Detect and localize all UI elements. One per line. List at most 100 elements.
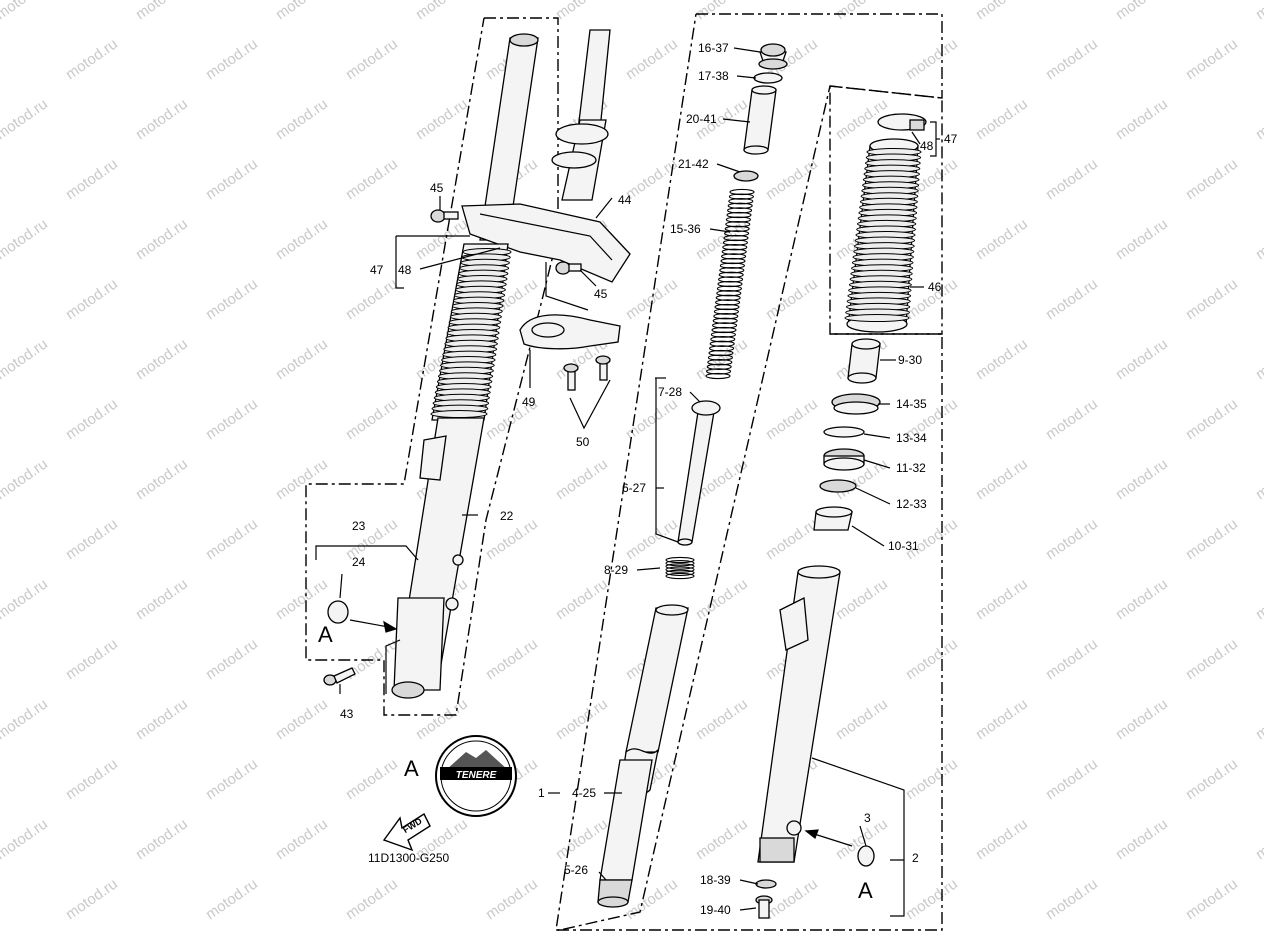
spring-coil	[717, 280, 743, 288]
watermark-text: motod.ru	[1183, 395, 1241, 443]
label-47-right: 47	[944, 132, 958, 146]
watermark-text: motod.ru	[973, 0, 1031, 23]
watermark-text: motod.ru	[1253, 215, 1264, 263]
watermark-text: motod.ru	[203, 35, 261, 83]
watermark-text: motod.ru	[273, 575, 331, 623]
watermark-text: motod.ru	[623, 395, 681, 443]
spring-coil	[707, 354, 733, 361]
spring-coil	[727, 207, 753, 214]
spring-coil	[665, 563, 695, 570]
leader-lines	[315, 47, 940, 917]
watermark-text: motod.ru	[483, 875, 541, 923]
spring-coil	[665, 566, 695, 573]
watermark-text: motod.ru	[1043, 155, 1101, 203]
spring-coil	[726, 211, 752, 219]
watermark-text: motod.ru	[343, 275, 401, 323]
watermark-text: motod.ru	[1183, 875, 1241, 923]
watermark-text: motod.ru	[273, 0, 331, 23]
watermark-text: motod.ru	[63, 155, 121, 203]
watermark-text: motod.ru	[0, 0, 51, 23]
watermark-text: motod.ru	[833, 575, 891, 623]
watermark-text: motod.ru	[1113, 455, 1171, 503]
spring-coil	[716, 285, 742, 292]
spring-coil	[715, 294, 741, 301]
watermark-text: motod.ru	[1253, 695, 1264, 743]
spring-coil	[724, 225, 750, 232]
watermark-text: motod.ru	[1113, 95, 1171, 143]
watermark-text: motod.ru	[1183, 515, 1241, 563]
watermark-text: motod.ru	[0, 815, 51, 863]
label-11-32: 11-32	[896, 461, 926, 475]
label-8-29: 8-29	[604, 563, 628, 577]
watermark-text: motod.ru	[343, 755, 401, 803]
label-3: 3	[864, 811, 871, 825]
spring-coil	[725, 221, 751, 228]
watermark-text: motod.ru	[343, 875, 401, 923]
inner-tube-4-25	[599, 604, 689, 881]
label-47-left: 47	[370, 263, 384, 277]
watermark-text: motod.ru	[273, 695, 331, 743]
watermark-text: motod.ru	[903, 875, 961, 923]
outer-tube-right	[757, 565, 841, 863]
watermark-text: motod.ru	[273, 815, 331, 863]
label-21-42: 21-42	[678, 157, 709, 171]
label-24: 24	[352, 555, 366, 569]
watermark-text: motod.ru	[1183, 635, 1241, 683]
boot-rib	[430, 410, 488, 418]
watermark-text: motod.ru	[63, 395, 121, 443]
oring-17-38	[753, 72, 783, 84]
spring-coil	[710, 331, 736, 338]
watermark-text: motod.ru	[833, 695, 891, 743]
watermark-text: motod.ru	[1043, 35, 1101, 83]
label-9-30: 9-30	[898, 353, 922, 367]
watermark-text: motod.ru	[133, 575, 191, 623]
watermark-text: motod.ru	[63, 755, 121, 803]
watermark-text: motod.ru	[903, 635, 961, 683]
label-14-35: 14-35	[896, 397, 927, 411]
bushing-5-26	[597, 879, 633, 908]
spring-coil	[714, 303, 740, 311]
spring-coil	[719, 267, 745, 274]
spring-coil	[708, 349, 734, 357]
spring-8-29	[665, 556, 695, 580]
diagram-code: 11D1300-G250	[368, 851, 449, 865]
watermark-text: motod.ru	[623, 275, 681, 323]
watermark-text: motod.ru	[553, 815, 611, 863]
spring-coil	[713, 313, 739, 320]
view-marker-logo: A	[404, 756, 419, 781]
bolt-19-40	[755, 895, 773, 919]
spring-coil	[706, 363, 732, 370]
watermark-text: motod.ru	[1113, 335, 1171, 383]
spring-coil	[723, 234, 749, 242]
watermark-text: motod.ru	[553, 0, 611, 23]
watermark-text: motod.ru	[1183, 35, 1241, 83]
watermark-text: motod.ru	[0, 95, 51, 143]
watermark-text: motod.ru	[693, 815, 751, 863]
spring-coil	[721, 248, 747, 255]
watermark-text: motod.ru	[553, 575, 611, 623]
spring-coil	[710, 336, 736, 343]
label-22: 22	[500, 509, 514, 523]
watermark-text: motod.ru	[1253, 575, 1264, 623]
watermark-text: motod.ru	[1113, 0, 1171, 23]
clamp-hole	[531, 322, 565, 338]
label-12-33: 12-33	[896, 497, 927, 511]
watermark-text: motod.ru	[1043, 515, 1101, 563]
watermark-text: motod.ru	[553, 695, 611, 743]
spring-coil	[711, 326, 737, 334]
watermark-text: motod.ru	[203, 755, 261, 803]
spring-coil	[728, 193, 754, 200]
watermark-text: motod.ru	[973, 95, 1031, 143]
spring-coil	[719, 262, 745, 269]
spring-coil	[705, 372, 731, 380]
label-45-top: 45	[430, 181, 444, 195]
watermark-text: motod.ru	[973, 215, 1031, 263]
watermark-text: motod.ru	[1253, 815, 1264, 863]
label-49: 49	[522, 395, 536, 409]
oil-seal-11-32	[823, 448, 865, 471]
spring-coil	[722, 244, 748, 251]
spring-coil	[709, 340, 735, 347]
watermark-text: motod.ru	[203, 275, 261, 323]
center-group-outline	[555, 13, 943, 931]
